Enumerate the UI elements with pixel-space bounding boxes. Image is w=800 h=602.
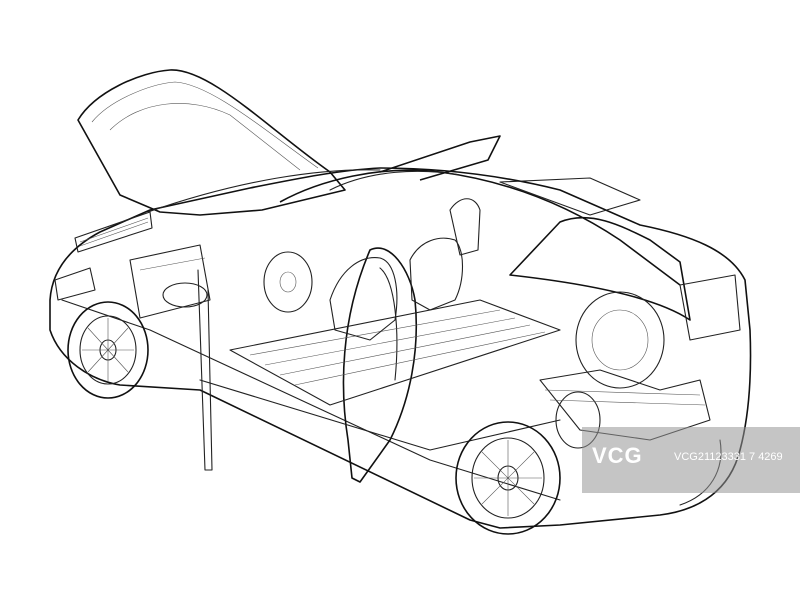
front-door-open (197, 135, 501, 471)
rear-wheel (455, 421, 561, 535)
watermark-id: VCG21123331 7 4269 (674, 451, 783, 463)
rear-motor (539, 291, 711, 449)
front-grille (54, 211, 153, 301)
open-hood (77, 69, 346, 216)
roof-and-glass (279, 169, 691, 321)
front-motor-bay (129, 244, 211, 319)
floor-battery-pack (199, 299, 561, 451)
watermark-logo: VCG (592, 443, 643, 468)
seats (329, 198, 481, 341)
rear-door-open (342, 247, 418, 483)
front-wheel (67, 301, 149, 399)
steering-wheel (263, 251, 313, 313)
car-body-outline (49, 167, 752, 529)
watermark-overlay: VCG VCG21123331 7 4269 (582, 427, 800, 493)
